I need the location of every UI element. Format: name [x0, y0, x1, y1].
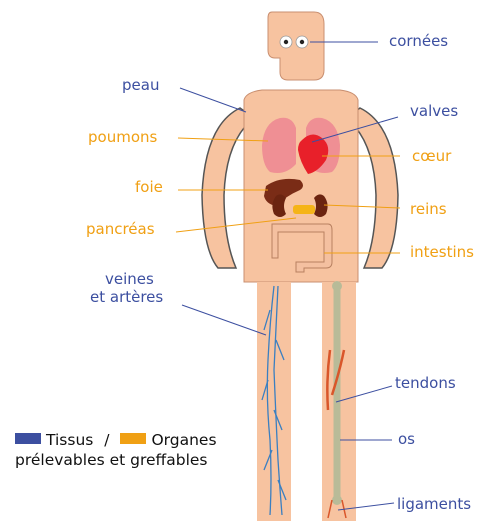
label-pancreas: pancréas — [86, 220, 155, 238]
label-poumons: poumons — [88, 128, 157, 146]
label-veines-line2: et artères — [90, 288, 163, 306]
label-tendons: tendons — [395, 374, 456, 392]
legend-line2: prélevables et greffables — [15, 450, 217, 470]
legend-separator: / — [104, 431, 109, 449]
label-cornees: cornées — [389, 32, 448, 50]
legend-line1: Tissus / Organes — [15, 430, 217, 450]
left-leg — [257, 282, 291, 521]
legend-swatch-tissue — [15, 433, 41, 444]
label-intestins: intestins — [410, 243, 474, 261]
label-reins: reins — [410, 200, 447, 218]
head — [268, 12, 324, 80]
legend-tissus: Tissus — [46, 431, 93, 449]
label-coeur: cœur — [412, 147, 451, 165]
label-veines: veines et artères — [105, 270, 163, 306]
label-os: os — [398, 430, 415, 448]
label-valves: valves — [410, 102, 458, 120]
label-ligaments: ligaments — [397, 495, 471, 513]
cornea-eye-right — [296, 36, 308, 48]
legend: Tissus / Organes prélevables et greffabl… — [15, 430, 217, 470]
legend-swatch-organ — [120, 433, 146, 444]
pancreas — [293, 205, 315, 214]
cornea-eye-left — [280, 36, 292, 48]
legend-organes: Organes — [151, 431, 216, 449]
label-peau: peau — [122, 76, 159, 94]
label-veines-line1: veines — [105, 270, 163, 288]
label-foie: foie — [135, 178, 163, 196]
